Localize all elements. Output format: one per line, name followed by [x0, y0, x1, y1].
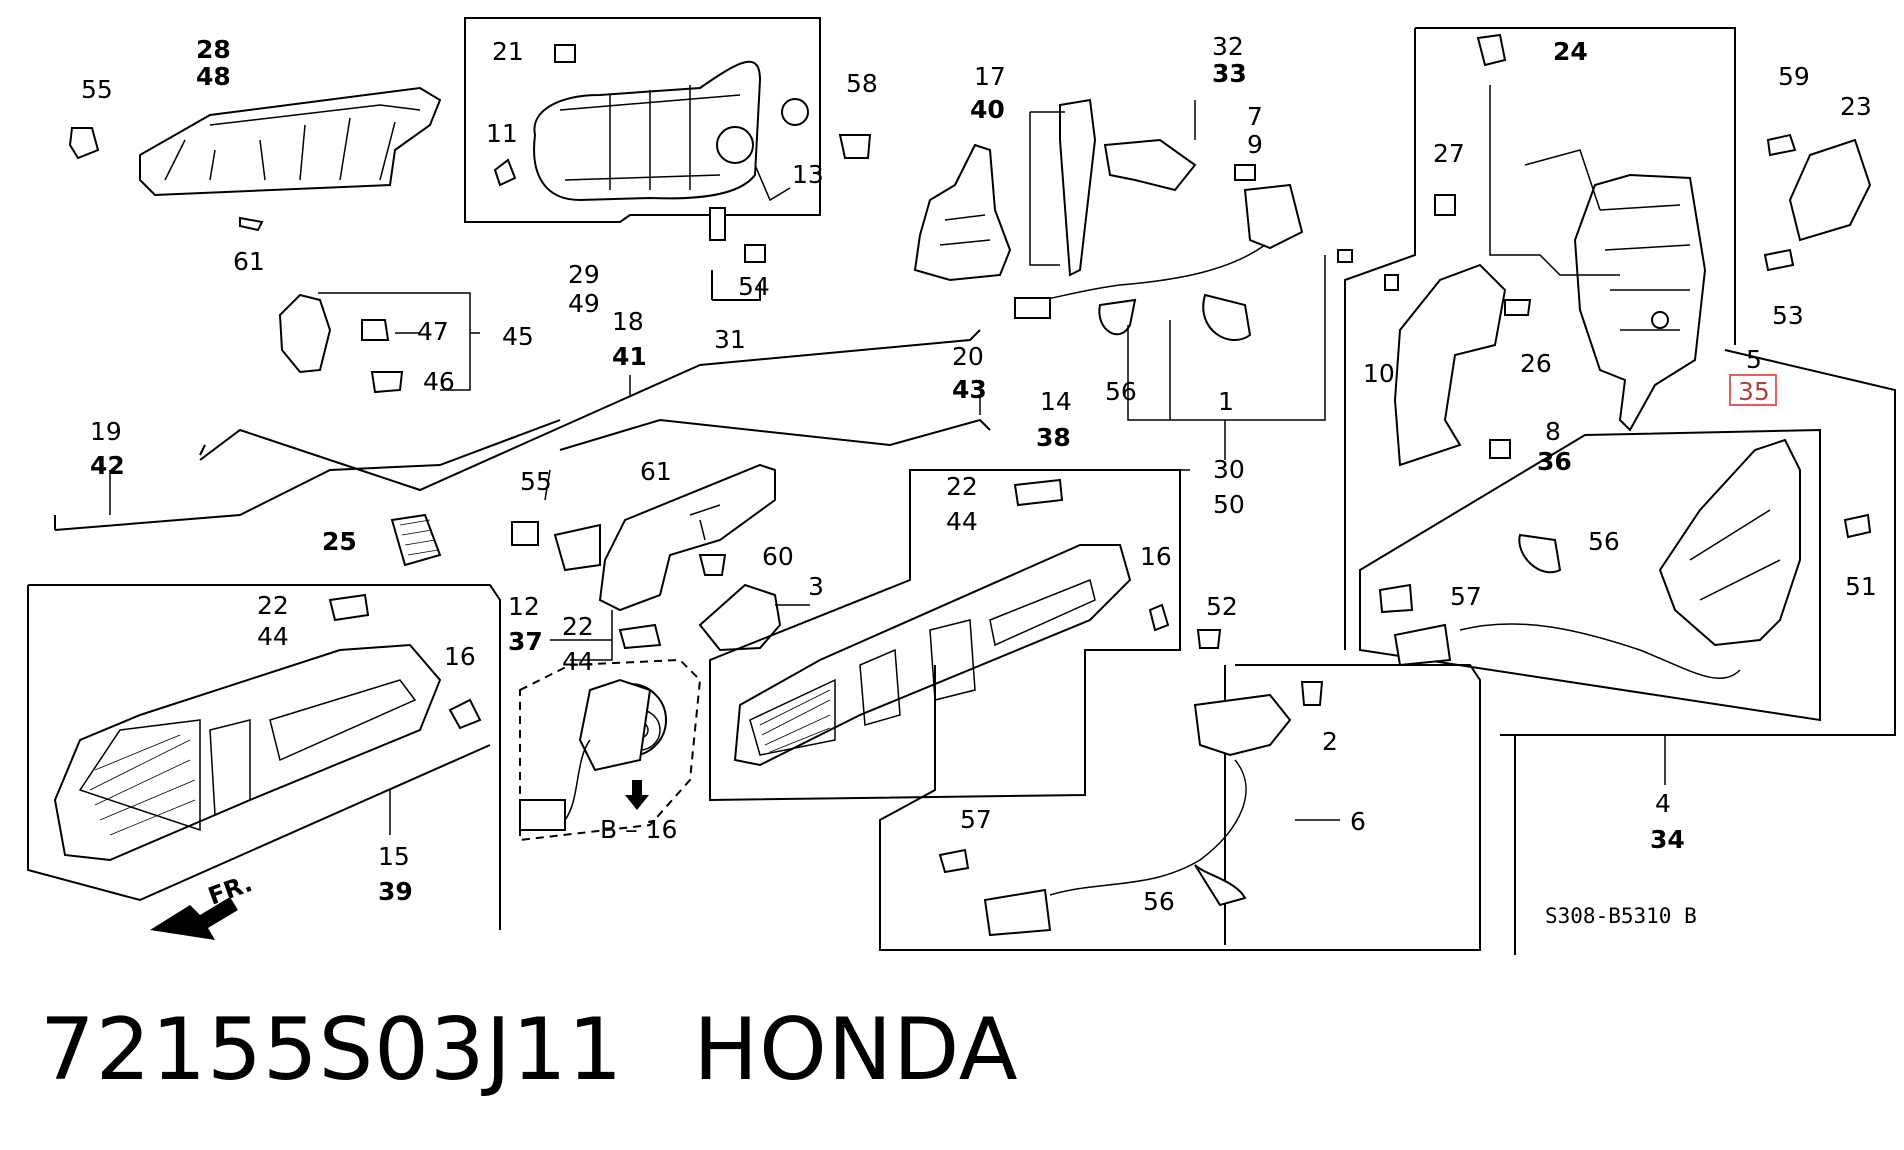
callout-b16: B – 16 [600, 815, 677, 844]
callout-38: 38 [1036, 423, 1071, 452]
callout-labels: 55 28 48 61 21 11 13 29 49 58 54 31 17 4… [81, 32, 1877, 916]
callout-43: 43 [952, 375, 987, 404]
callout-22c: 22 [946, 472, 978, 501]
outer-handle-cover-part [68, 86, 442, 232]
callout-44: 44 [562, 647, 594, 676]
small-clip-part-group [328, 478, 1064, 650]
door-switch-harness-part [879, 664, 1481, 951]
callout-22: 22 [562, 612, 594, 641]
callout-40: 40 [970, 95, 1005, 124]
front-label: FR. [204, 869, 255, 911]
center-inner-handle-part [709, 469, 1222, 802]
callout-33: 33 [1212, 59, 1247, 88]
door-lock-actuator-part [1359, 428, 1872, 785]
callout-57b: 57 [1450, 582, 1482, 611]
door-lock-assembly-part [1344, 27, 1896, 955]
callout-31: 31 [714, 325, 746, 354]
brand-name: HONDA [693, 1000, 1019, 1100]
inner-handle-bracket-part [511, 463, 776, 661]
callout-57a: 57 [960, 805, 992, 834]
callout-21: 21 [492, 37, 524, 66]
front-direction-arrow-icon: FR. [150, 869, 256, 940]
callout-55: 55 [81, 75, 113, 104]
callout-5: 5 [1746, 345, 1762, 374]
callout-28: 28 [196, 35, 231, 64]
callout-59: 59 [1778, 62, 1810, 91]
callout-61: 61 [233, 247, 265, 276]
callout-26: 26 [1520, 349, 1552, 378]
callout-49: 49 [568, 289, 600, 318]
callout-56b: 56 [1143, 887, 1175, 916]
bolt-clip-part-group [709, 134, 872, 301]
callout-47: 47 [417, 317, 449, 346]
callout-42: 42 [90, 451, 125, 480]
callout-11: 11 [486, 119, 518, 148]
callout-36: 36 [1537, 447, 1572, 476]
lock-knob-part-group [698, 554, 810, 652]
door-rods-part-group [54, 329, 991, 531]
callout-17: 17 [974, 62, 1006, 91]
callout-56: 56 [1105, 377, 1137, 406]
callout-39: 39 [378, 877, 413, 906]
callout-22b: 22 [257, 591, 289, 620]
callout-52: 52 [1206, 592, 1238, 621]
callout-7: 7 [1247, 102, 1263, 131]
pad-part [390, 513, 442, 567]
callout-15: 15 [378, 842, 410, 871]
callout-56c: 56 [1588, 527, 1620, 556]
callout-25: 25 [322, 527, 357, 556]
callout-51: 51 [1845, 572, 1877, 601]
callout-50: 50 [1213, 490, 1245, 519]
callout-45: 45 [502, 322, 534, 351]
callout-44b: 44 [257, 622, 289, 651]
callout-4: 4 [1655, 789, 1671, 818]
callout-3: 3 [808, 572, 824, 601]
highlight-box [1729, 374, 1777, 406]
callout-48: 48 [196, 62, 231, 91]
callout-32: 32 [1212, 32, 1244, 61]
latch-clip-part-group [278, 292, 480, 394]
callout-54: 54 [738, 272, 770, 301]
outside-handle-assembly-part [464, 17, 821, 223]
callout-37: 37 [508, 627, 543, 656]
callout-44c: 44 [946, 507, 978, 536]
diagram-code: S308-B5310 B [1545, 904, 1697, 928]
callout-13: 13 [792, 160, 824, 189]
callout-53: 53 [1772, 301, 1804, 330]
callout-60: 60 [762, 542, 794, 571]
callout-19: 19 [90, 417, 122, 446]
callout-6: 6 [1350, 807, 1366, 836]
motor-subassembly-part [519, 658, 702, 842]
callout-41: 41 [612, 342, 647, 371]
callout-10: 10 [1363, 359, 1395, 388]
callout-46: 46 [423, 367, 455, 396]
callout-2: 2 [1322, 727, 1338, 756]
callout-35: 35 [1738, 377, 1770, 406]
callout-8: 8 [1545, 417, 1561, 446]
callout-12: 12 [508, 592, 540, 621]
left-inner-handle-part [27, 584, 501, 930]
callout-27: 27 [1433, 139, 1465, 168]
callout-16a: 16 [444, 642, 476, 671]
callout-14: 14 [1040, 387, 1072, 416]
callout-18: 18 [612, 307, 644, 336]
callout-23: 23 [1840, 92, 1872, 121]
key-cylinder-part-group [913, 98, 1353, 460]
callout-20: 20 [952, 342, 984, 371]
callout-58: 58 [846, 69, 878, 98]
callout-9: 9 [1247, 130, 1263, 159]
callout-34: 34 [1650, 825, 1685, 854]
callout-29: 29 [568, 260, 600, 289]
callout-16c: 16 [1140, 542, 1172, 571]
callout-61b: 61 [640, 457, 672, 486]
callout-55b: 55 [520, 467, 552, 496]
callout-30: 30 [1213, 455, 1245, 484]
part-number: 72155S03J11 [40, 1000, 624, 1100]
part-caption: 72155S03J11 HONDA [40, 1000, 1019, 1130]
callout-1: 1 [1218, 387, 1234, 416]
callout-24: 24 [1553, 37, 1588, 66]
